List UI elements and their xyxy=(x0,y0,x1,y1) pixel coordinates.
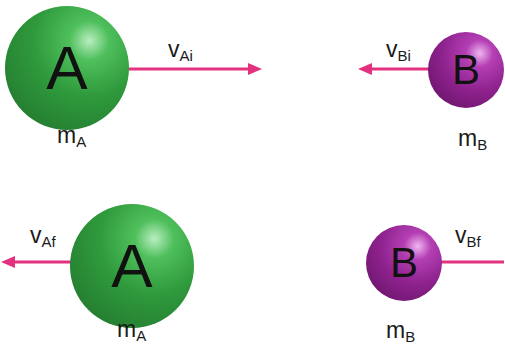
arrow-head xyxy=(358,63,372,75)
ball-circle: B xyxy=(366,225,442,301)
ball-letter: B xyxy=(390,242,418,284)
quantity-label: mB xyxy=(386,319,415,344)
quantity-label: mA xyxy=(57,124,86,149)
ball-letter: A xyxy=(46,37,87,99)
quantity-label: vAi xyxy=(168,38,193,63)
velocity-arrow xyxy=(440,261,504,264)
arrow-head xyxy=(1,256,15,268)
arrow-head xyxy=(248,63,262,75)
quantity-label: vAf xyxy=(30,224,56,249)
velocity-arrow xyxy=(128,68,250,71)
ball-circle: B xyxy=(428,32,504,108)
velocity-arrow xyxy=(12,261,72,264)
ball-letter: A xyxy=(111,235,152,297)
quantity-label: vBi xyxy=(386,38,411,63)
ball-letter: B xyxy=(452,49,480,91)
quantity-label: mB xyxy=(458,127,487,152)
quantity-label: mA xyxy=(117,318,146,343)
ball-circle: A xyxy=(5,6,129,130)
velocity-arrow xyxy=(370,68,430,71)
ball-circle: A xyxy=(70,204,194,328)
quantity-label: vBf xyxy=(455,224,481,249)
